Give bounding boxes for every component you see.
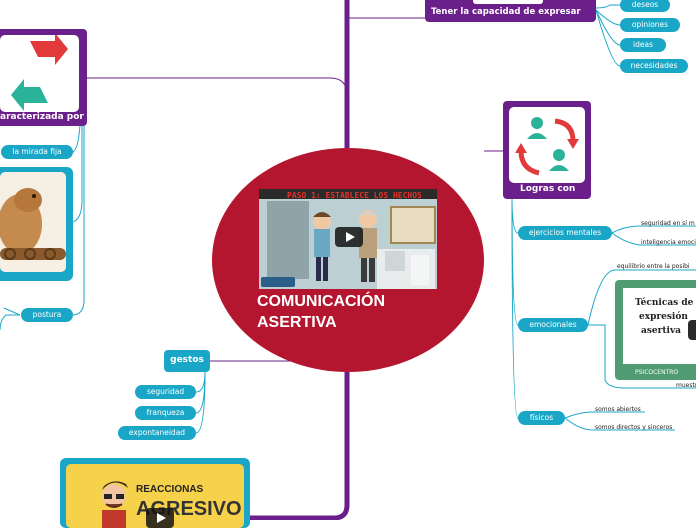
postura-pill[interactable]: postura [21,308,73,322]
expresar-label: Tener la capacidad de expresar [431,7,581,17]
expontaneidad-pill[interactable]: expontaneidad [118,426,196,440]
fisicos-pill[interactable]: físicos [518,411,565,425]
tecnicas-side-button[interactable] [688,320,696,340]
reacciones-play-button[interactable] [146,508,174,528]
mirada-fija-pill[interactable]: la mirada fija [1,145,73,159]
swap-arrows-icon [11,35,68,111]
video-title: PASO 1: ESTABLECE LOS HECHOS [287,191,422,200]
ejercicios-mentales-pill[interactable]: ejercicios mentales [518,226,612,240]
franqueza-pill[interactable]: franqueza [135,406,196,420]
logras-label: Logras con [520,184,576,194]
tecnicas-line1: Técnicas de [635,298,694,308]
gestos-label: gestos [170,355,204,365]
seguridad-en-si-text: seguridad en sí m [641,220,695,227]
inteligencia-emocional-text: inteligencia emoci [641,239,696,246]
angry-man-icon [102,481,128,528]
reacciones-image: REACCIONAS AGRESIVO [66,464,244,528]
tecnicas-card[interactable]: Técnicas de expresión asertiva PSICOCENT… [615,280,696,380]
ideas-pill[interactable]: ideas [620,38,666,52]
somos-directos-text: somos directos y sinceros [595,424,673,431]
people-cycle-icon [515,117,579,176]
emocionales-pill[interactable]: emocionales [518,318,588,332]
animal-illustration [0,188,66,260]
caracterizada-label: aracterizada por [0,112,84,122]
deseos-pill[interactable]: deseos [620,0,670,12]
somos-abiertos-text: somos abiertos [595,406,641,413]
tecnicas-paper [623,288,696,364]
animal-image [0,172,66,272]
expresar-image-strip [473,0,543,4]
logras-node[interactable] [503,101,591,199]
tecnicas-line3: asertiva [641,326,682,336]
central-title: COMUNICACIÓN ASERTIVA [257,291,385,333]
tecnicas-line2: expresión [639,312,688,322]
central-title-line1: COMUNICACIÓN [257,293,385,310]
seguridad-pill[interactable]: seguridad [135,385,196,399]
animal-image-node[interactable] [0,167,73,281]
muestra-text: muestr [676,382,696,389]
caracterizada-node[interactable] [0,29,87,126]
central-title-line2: ASERTIVA [257,314,337,331]
opiniones-pill[interactable]: opiniones [620,18,680,32]
reacciones-line1: REACCIONAS [136,484,204,495]
people-cycle-image [509,107,585,183]
video-thumbnail[interactable]: PASO 1: ESTABLECE LOS HECHOS [259,189,437,289]
equilibrio-text: equilibrio entre la posibi [617,263,690,270]
reacciones-node[interactable]: REACCIONAS AGRESIVO [60,458,250,528]
tecnicas-footer: PSICOCENTRO [635,369,679,376]
expresar-node[interactable] [425,0,596,22]
necesidades-pill[interactable]: necesidades [620,59,688,73]
gestos-node[interactable]: gestos [164,350,210,372]
swap-arrows-image [0,35,79,112]
center-play-button[interactable] [335,227,363,247]
